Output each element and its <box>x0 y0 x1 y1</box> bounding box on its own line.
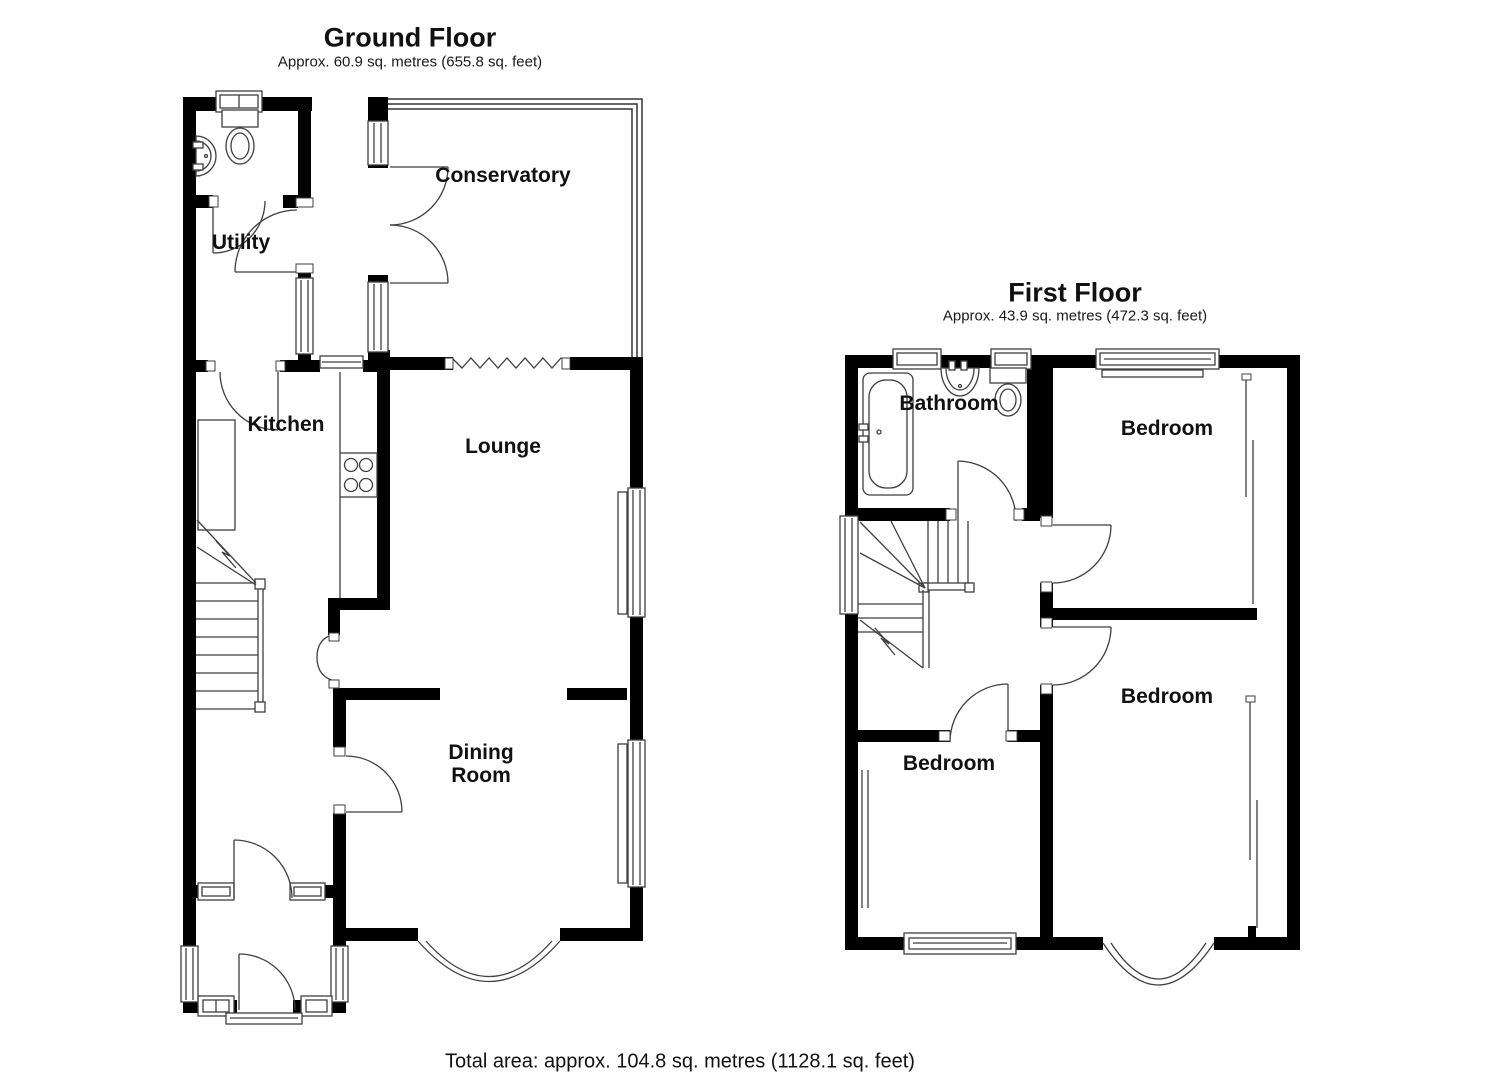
room-label-bedroom-front: Bedroom <box>1120 417 1214 440</box>
room-label-kitchen: Kitchen <box>247 413 325 436</box>
stairs-icon <box>858 520 975 669</box>
total-area-text: Total area: approx. 104.8 sq. metres (11… <box>445 1050 915 1073</box>
hob-icon <box>339 452 378 498</box>
room-label-bedroom-right: Bedroom <box>1120 685 1214 708</box>
bay-window <box>1102 942 1215 986</box>
toilet-icon <box>989 367 1027 417</box>
stairs-icon <box>196 519 266 713</box>
wardrobe-lines <box>861 373 1258 928</box>
ground-floor-title: Ground Floor <box>323 22 497 53</box>
bathtub-icon <box>858 372 914 496</box>
room-label-bedroom-back: Bedroom <box>902 752 996 775</box>
first-doors <box>938 460 1112 743</box>
kitchen-counter <box>197 372 341 598</box>
ground-doors <box>205 166 449 1011</box>
first-floor-plan <box>839 348 1300 986</box>
room-label-utility: Utility <box>211 231 271 254</box>
first-walls <box>845 355 1300 950</box>
first-windows <box>839 348 1220 955</box>
ground-floor-plan <box>180 90 646 1025</box>
ground-walls <box>183 97 643 1013</box>
ground-windows <box>180 90 646 1025</box>
first-floor-area: Approx. 43.9 sq. metres (472.3 sq. feet) <box>942 307 1208 325</box>
room-label-conservatory: Conservatory <box>435 164 571 187</box>
room-label-bathroom: Bathroom <box>899 392 999 415</box>
bay-window <box>417 940 561 983</box>
sink-icon <box>192 135 217 177</box>
sink-icon <box>940 360 980 397</box>
first-floor-title: First Floor <box>1008 277 1142 308</box>
toilet-icon <box>221 109 259 165</box>
conservatory-glass-wall <box>388 98 643 370</box>
room-label-dining-room: Dining Room <box>448 740 514 787</box>
ground-floor-area: Approx. 60.9 sq. metres (655.8 sq. feet) <box>277 53 543 71</box>
room-label-lounge: Lounge <box>465 435 541 458</box>
